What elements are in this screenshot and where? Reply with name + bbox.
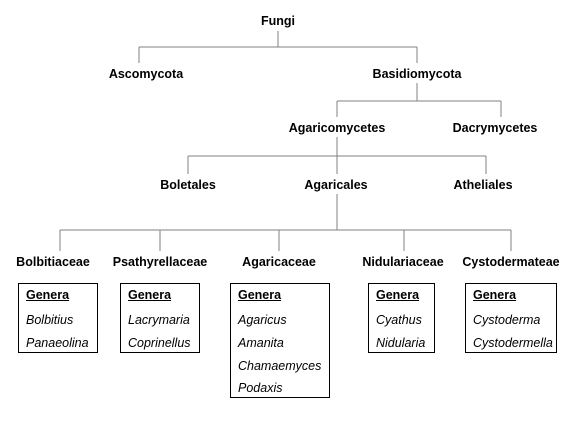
node-bolbitiaceae: Bolbitiaceae	[16, 255, 90, 269]
genus-item: Cyathus	[376, 313, 422, 327]
genus-item: Bolbitius	[26, 313, 74, 327]
node-ascomycota: Ascomycota	[108, 67, 184, 81]
genus-item: Podaxis	[238, 381, 283, 395]
genus-item: Coprinellus	[128, 336, 191, 350]
genera-header: Genera	[376, 288, 420, 302]
genera-box-agaricaceae: Genera Agaricus Amanita Chamaemyces Poda…	[230, 283, 330, 398]
node-cystodermateae: Cystodermateae	[462, 255, 560, 269]
node-atheliales: Atheliales	[453, 178, 513, 192]
node-fungi: Fungi	[260, 14, 296, 28]
genera-box-psathyrellaceae: Genera Lacrymaria Coprinellus	[120, 283, 200, 353]
node-agaricomycetes: Agaricomycetes	[288, 121, 386, 135]
genus-item: Cystodermella	[473, 336, 553, 350]
node-boletales: Boletales	[160, 178, 216, 192]
genera-header: Genera	[128, 288, 172, 302]
node-basidiomycota: Basidiomycota	[372, 67, 462, 81]
genera-header: Genera	[473, 288, 517, 302]
genera-box-cystodermateae: Genera Cystoderma Cystodermella	[465, 283, 557, 353]
node-nidulariaceae: Nidulariaceae	[362, 255, 444, 269]
genera-header: Genera	[26, 288, 70, 302]
genus-item: Agaricus	[238, 313, 287, 327]
genera-box-nidulariaceae: Genera Cyathus Nidularia	[368, 283, 435, 353]
genus-item: Lacrymaria	[128, 313, 190, 327]
node-psathyrellaceae: Psathyrellaceae	[112, 255, 208, 269]
genera-header: Genera	[238, 288, 282, 302]
genus-item: Nidularia	[376, 336, 426, 350]
node-agaricaceae: Agaricaceae	[242, 255, 316, 269]
genera-box-bolbitiaceae: Genera Bolbitius Panaeolina	[18, 283, 98, 353]
node-agaricales: Agaricales	[304, 178, 368, 192]
node-dacrymycetes: Dacrymycetes	[452, 121, 538, 135]
genus-item: Cystoderma	[473, 313, 541, 327]
genus-item: Chamaemyces	[238, 359, 322, 373]
genus-item: Amanita	[238, 336, 284, 350]
genus-item: Panaeolina	[26, 336, 89, 350]
